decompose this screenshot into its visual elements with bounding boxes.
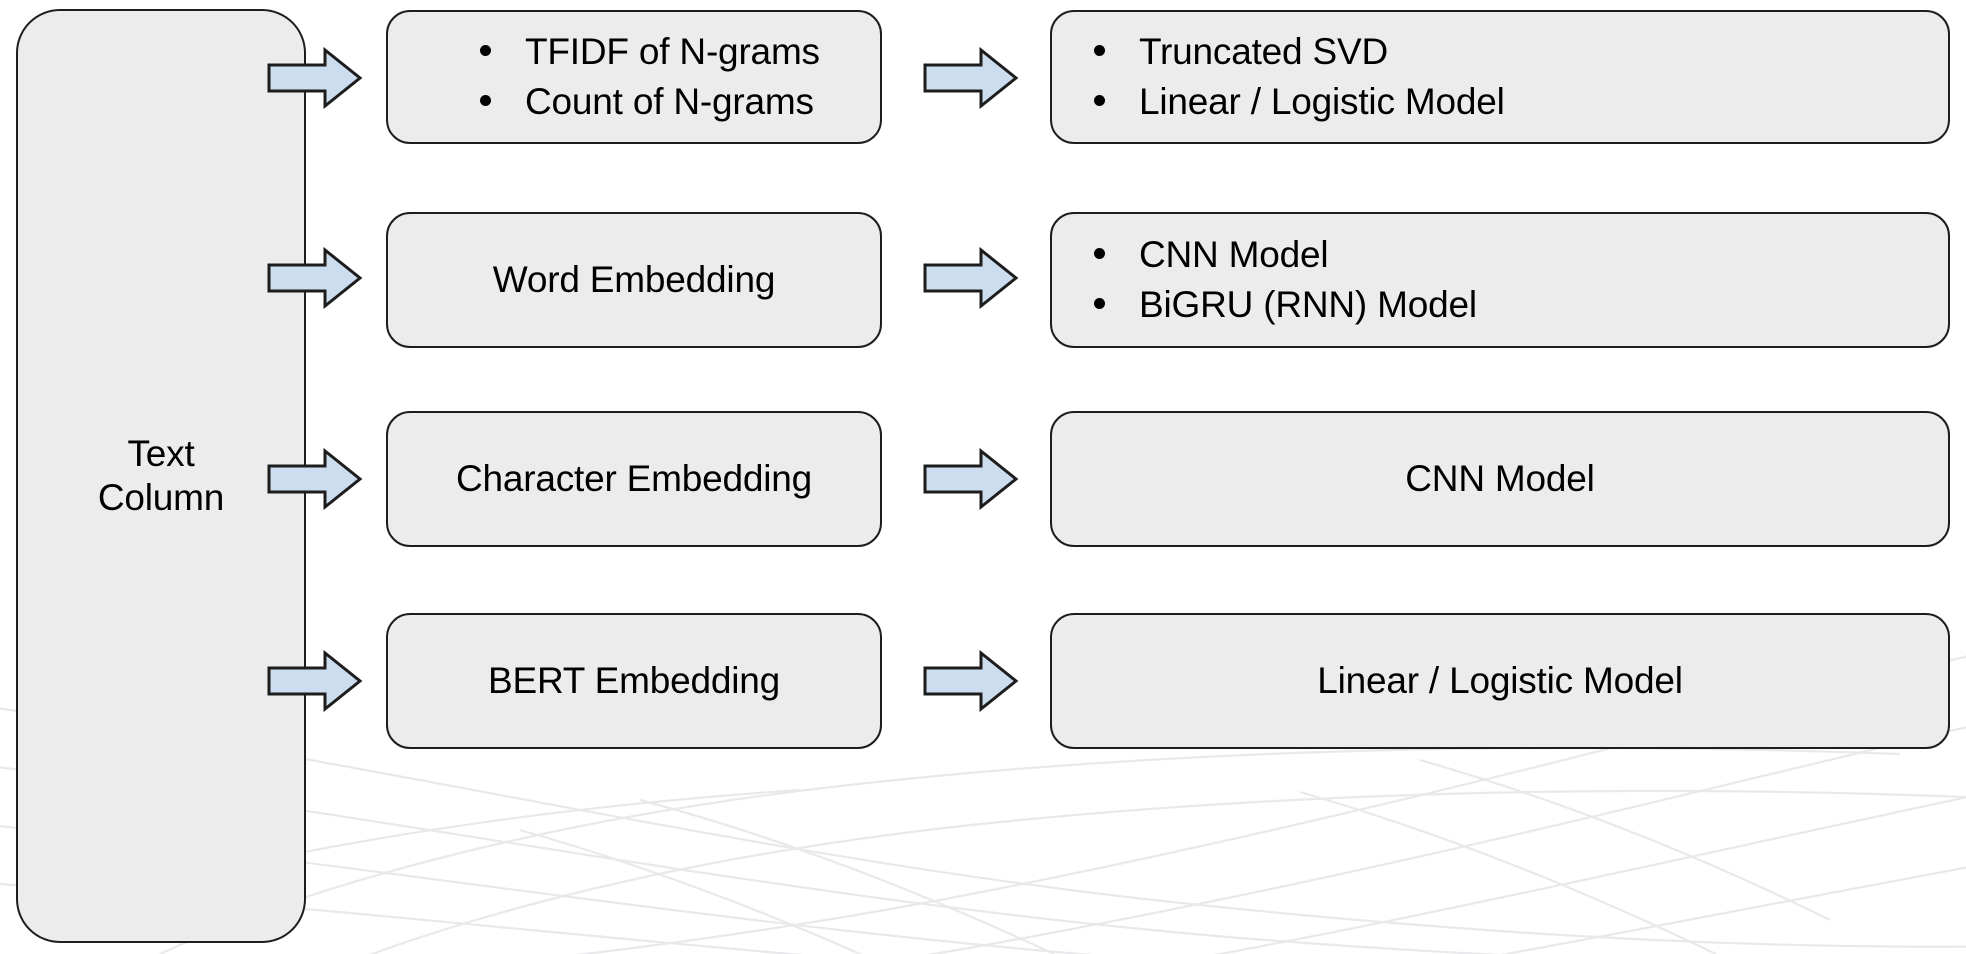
text-column-label-line2: Column	[97, 477, 225, 518]
feature-bullet-list-row-1: TFIDF of N-grams Count of N-grams	[480, 31, 820, 123]
list-item: Truncated SVD	[1094, 31, 1505, 73]
model-box-row-4-label: Linear / Logistic Model	[1317, 660, 1683, 701]
list-item-label: Count of N-grams	[525, 81, 814, 122]
right-arrow-icon	[923, 448, 1019, 510]
bullet-dot-icon	[1094, 247, 1105, 259]
bullet-dot-icon	[1094, 44, 1105, 56]
model-box-row-3-label: CNN Model	[1405, 458, 1595, 499]
bullet-dot-icon	[1094, 95, 1105, 106]
model-box-row-2[interactable]: CNN Model BiGRU (RNN) Model	[1050, 212, 1950, 348]
feature-box-row-3[interactable]: Character Embedding	[386, 411, 882, 547]
feature-box-row-4-label: BERT Embedding	[487, 660, 780, 701]
bullet-dot-icon	[480, 44, 491, 56]
list-item: BiGRU (RNN) Model	[1094, 284, 1477, 326]
feature-box-row-1[interactable]: TFIDF of N-grams Count of N-grams	[386, 10, 882, 144]
list-item-label: Linear / Logistic Model	[1139, 81, 1505, 122]
right-arrow-icon	[267, 650, 363, 712]
list-item-label: BiGRU (RNN) Model	[1139, 284, 1477, 325]
list-item: CNN Model	[1094, 234, 1477, 276]
right-arrow-icon	[267, 247, 363, 309]
list-item-label: CNN Model	[1139, 233, 1329, 275]
text-column-box[interactable]: Text Column	[16, 9, 306, 943]
bullet-dot-icon	[480, 95, 491, 106]
model-box-row-4[interactable]: Linear / Logistic Model	[1050, 613, 1950, 749]
bullet-dot-icon	[1094, 298, 1105, 309]
right-arrow-icon	[267, 47, 363, 109]
list-item-label: Truncated SVD	[1139, 30, 1388, 72]
model-bullet-list-row-1: Truncated SVD Linear / Logistic Model	[1094, 31, 1505, 123]
feature-box-row-3-label: Character Embedding	[455, 458, 813, 499]
model-box-row-1[interactable]: Truncated SVD Linear / Logistic Model	[1050, 10, 1950, 144]
list-item: Linear / Logistic Model	[1094, 81, 1505, 123]
list-item: TFIDF of N-grams	[480, 31, 820, 73]
model-bullet-list-row-2: CNN Model BiGRU (RNN) Model	[1094, 234, 1477, 326]
model-box-row-3[interactable]: CNN Model	[1050, 411, 1950, 547]
right-arrow-icon	[923, 47, 1019, 109]
list-item: Count of N-grams	[480, 81, 820, 123]
feature-box-row-4[interactable]: BERT Embedding	[386, 613, 882, 749]
feature-box-row-2-label: Word Embedding	[492, 259, 776, 300]
right-arrow-icon	[923, 247, 1019, 309]
feature-box-row-2[interactable]: Word Embedding	[386, 212, 882, 348]
list-item-label: TFIDF of N-grams	[525, 30, 820, 72]
text-column-label-line1: Text	[127, 433, 195, 475]
right-arrow-icon	[923, 650, 1019, 712]
right-arrow-icon	[267, 448, 363, 510]
